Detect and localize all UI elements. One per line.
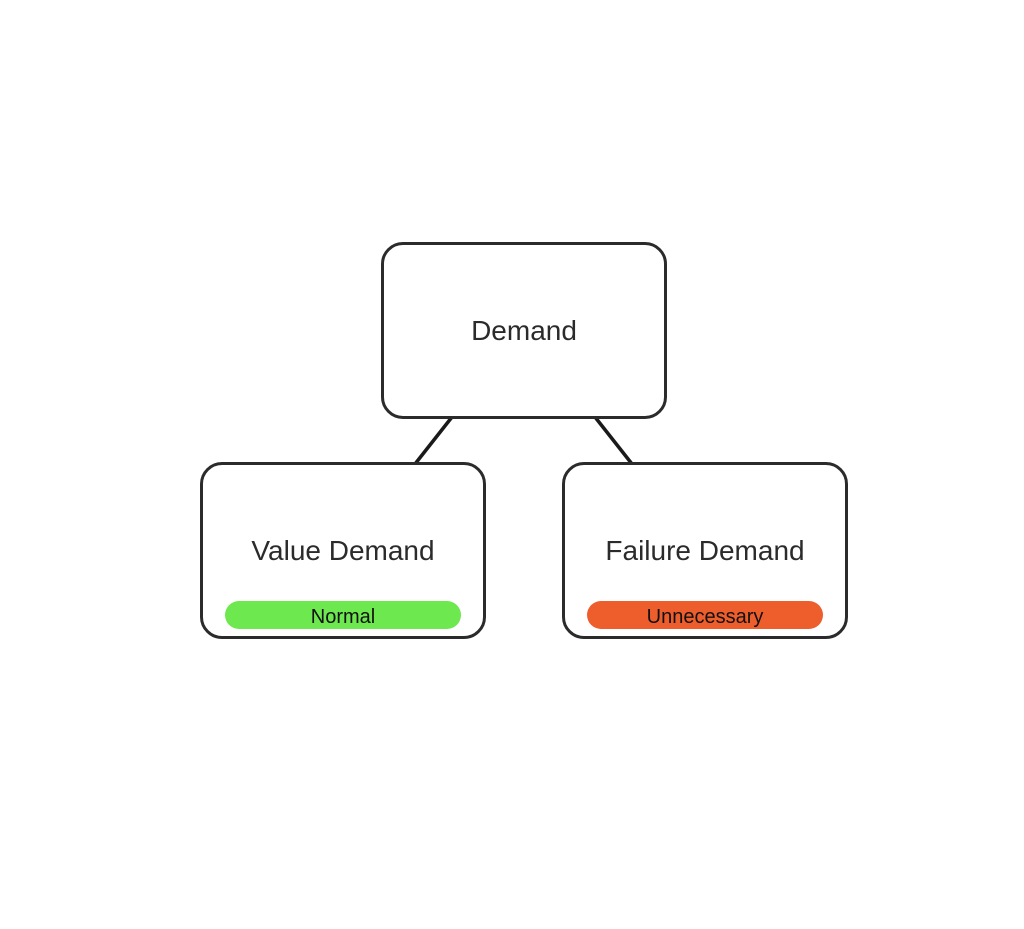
- connector-value-demand: [413, 415, 454, 466]
- demand-node[interactable]: Demand: [381, 242, 667, 419]
- value-demand-node[interactable]: Value Demand Normal: [200, 462, 486, 639]
- demand-node-label: Demand: [471, 315, 577, 346]
- normal-tag: Normal: [225, 601, 461, 629]
- value-demand-label: Value Demand: [251, 535, 435, 566]
- connector-failure-demand: [593, 415, 634, 466]
- failure-demand-label: Failure Demand: [605, 535, 805, 566]
- failure-demand-node[interactable]: Failure Demand Unnecessary: [562, 462, 848, 639]
- unnecessary-tag: Unnecessary: [587, 601, 823, 629]
